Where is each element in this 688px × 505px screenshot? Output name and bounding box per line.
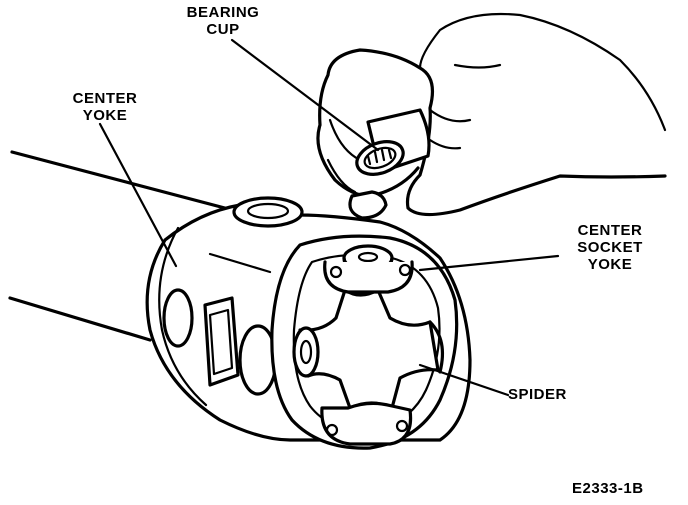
center-yoke-top-boss — [232, 196, 304, 228]
hand-fingertip — [348, 190, 388, 220]
figure-code: E2333-1B — [572, 480, 644, 497]
spider-top-trunnion-hole — [357, 251, 379, 263]
bottom-saddle-bolt-right — [395, 419, 409, 433]
label-bearing-cup: BEARING CUP — [168, 4, 278, 38]
center-yoke-side-window — [162, 288, 194, 348]
leader-center-yoke — [98, 122, 178, 268]
spider-left-trunnion-hole — [299, 339, 313, 365]
top-saddle-bolt-left — [329, 265, 343, 279]
label-center-yoke: CENTER YOKE — [50, 90, 160, 124]
hand — [316, 48, 667, 217]
center-yoke-side-block-face — [208, 308, 234, 376]
label-socket-line3: YOKE — [587, 256, 633, 273]
label-socket-line2: SOCKET — [577, 239, 643, 256]
leader-spider — [418, 363, 510, 397]
center-yoke-top-boss-hole — [246, 202, 290, 220]
bottom-saddle-bolt-left — [325, 423, 339, 437]
leader-bearing-cup — [230, 38, 380, 152]
spider-left-trunnion — [292, 326, 320, 378]
label-center-yoke-line1: CENTER — [72, 90, 138, 107]
bearing-cup-needle-marks — [366, 148, 393, 166]
label-bearing-cup-line2: CUP — [206, 21, 240, 38]
yoke-seam — [208, 252, 272, 274]
spider-right-trunnion — [428, 320, 444, 374]
leader-center-socket-yoke — [418, 254, 560, 272]
driveshaft-tube-top-edge — [10, 150, 242, 214]
label-bearing-cup-line1: BEARING — [186, 4, 260, 21]
driveshaft-tube-bottom-edge — [8, 296, 152, 342]
label-spider: SPIDER — [508, 386, 567, 403]
hand-finger-lines — [418, 12, 667, 150]
label-socket-line1: CENTER — [577, 222, 643, 239]
center-yoke-collar — [158, 226, 208, 407]
label-center-yoke-line2: YOKE — [82, 107, 128, 124]
label-center-socket-yoke: CENTER SOCKET YOKE — [555, 222, 665, 273]
top-saddle-clamp — [323, 260, 414, 294]
top-saddle-bolt-right — [398, 263, 412, 277]
